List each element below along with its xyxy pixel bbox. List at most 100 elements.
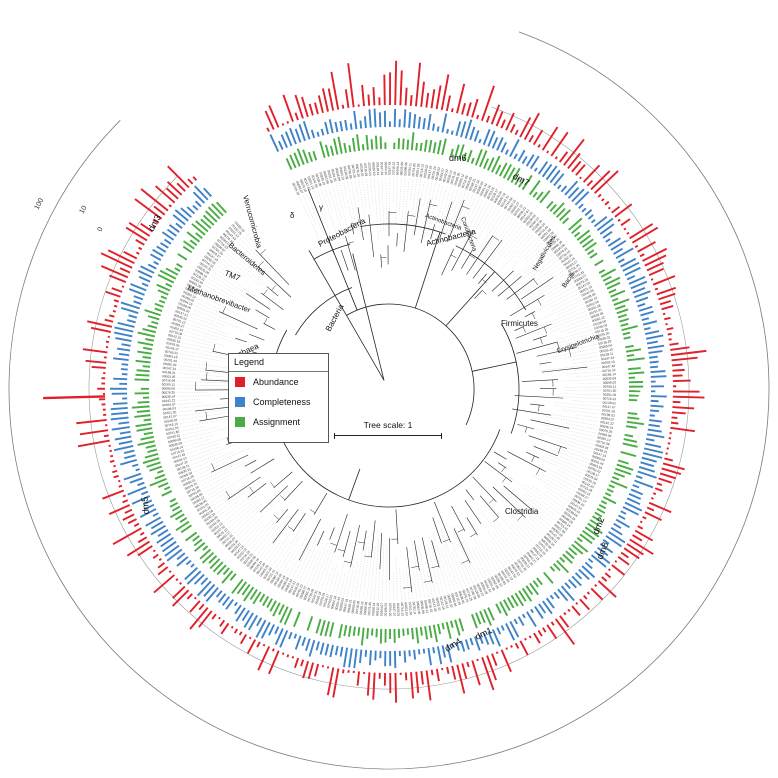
leaf-guide — [556, 440, 592, 453]
assignment-bar — [293, 611, 301, 628]
assignment-bar — [419, 626, 423, 636]
leaf-label: 00147.49 — [431, 598, 438, 612]
leaf-guide — [265, 540, 282, 562]
leaf-guide — [576, 414, 600, 419]
abundance-bar — [450, 108, 454, 113]
clade-label-gamma: γ — [319, 203, 323, 212]
deep-branch — [445, 271, 496, 327]
assignment-bar — [475, 612, 482, 625]
leaf-guide — [545, 486, 569, 502]
leaf-label: 00264.19 — [528, 216, 540, 229]
abundance-bar — [135, 251, 140, 255]
assignment-bar — [608, 288, 617, 294]
completeness-bar — [193, 573, 205, 585]
branch-join — [431, 565, 439, 569]
completeness-bar — [288, 631, 293, 640]
abundance-bar — [291, 656, 295, 659]
dm7-label: dm7 — [511, 171, 531, 188]
assignment-bar — [186, 231, 201, 243]
assignment-bar — [565, 550, 575, 560]
leaf-label: 00201.13 — [579, 284, 593, 294]
leaf-label: 00201.13 — [307, 176, 316, 190]
abundance-bar — [314, 102, 319, 115]
leaf-label: 00265.12 — [162, 382, 176, 386]
abundance-bar — [476, 658, 479, 662]
leaf-guide — [567, 325, 592, 334]
leaf-label: 00716.18 — [558, 249, 571, 260]
assignment-bar — [209, 558, 221, 570]
completeness-bar — [587, 214, 594, 220]
leaf-label: 00147.49 — [172, 452, 186, 460]
completeness-bar — [637, 302, 646, 308]
completeness-bar — [324, 643, 330, 656]
leaf-label: 00063.07 — [513, 561, 524, 574]
assignment-bar — [360, 627, 365, 646]
branch-join — [211, 463, 215, 471]
abundance-bar — [179, 581, 182, 585]
assignment-bar — [289, 154, 297, 169]
leaf-label: 00147.34 — [472, 179, 481, 193]
assignment-bar — [199, 548, 212, 560]
branch — [541, 366, 588, 373]
leaf-label: 00128.11 — [176, 463, 190, 471]
leaf-guide — [177, 391, 208, 393]
assignment-bar — [615, 467, 632, 476]
abundance-bar — [642, 247, 668, 262]
assignment-bar — [370, 139, 374, 150]
assignment-bar — [205, 210, 218, 223]
branch-join — [222, 306, 227, 314]
leaf-label: 00536.14 — [162, 394, 176, 398]
leaf-label: 00280.10 — [203, 512, 216, 523]
leaf-guide — [183, 434, 214, 443]
legend-label-abundance: Abundance — [253, 377, 299, 387]
leaf-label: 00760.11 — [167, 433, 181, 440]
abundance-bar — [664, 457, 674, 462]
leaf-label: 00198.03 — [434, 167, 441, 181]
scale-axis: 0 10 100 — [34, 197, 105, 233]
completeness-bar — [268, 624, 276, 636]
leaf-label: 00168.05 — [181, 294, 195, 303]
leaf-label: 00142.31 — [168, 333, 182, 340]
branch-join — [522, 326, 526, 333]
leaf-guide — [546, 491, 567, 505]
assignment-bar — [147, 315, 160, 321]
branch — [497, 276, 522, 297]
leaf-guide — [548, 413, 599, 422]
leaf-guide — [556, 469, 581, 482]
completeness-bar — [613, 522, 622, 529]
assignment-bar — [415, 627, 420, 644]
completeness-bar — [364, 649, 368, 657]
leaf-guide — [534, 428, 594, 445]
leaf-label: 00715.41 — [184, 286, 198, 296]
assignment-bar — [212, 561, 224, 573]
leaf-guide — [438, 187, 455, 237]
leaf-guide — [492, 516, 523, 554]
leaf-guide — [508, 231, 532, 258]
branch — [472, 239, 503, 279]
completeness-bar — [147, 263, 157, 270]
assignment-bar — [458, 618, 465, 632]
leaf-label: 00128.11 — [600, 352, 614, 358]
leaf-guide — [216, 481, 261, 513]
completeness-bar — [116, 347, 130, 352]
assignment-bar — [361, 144, 365, 151]
assignment-bar — [131, 405, 150, 409]
branch — [492, 486, 526, 518]
leaf-guide — [223, 495, 257, 522]
leaf-label: 00063.07 — [295, 180, 304, 194]
branch — [521, 379, 558, 382]
leaf-label: 00701.60 — [408, 602, 413, 616]
leaf-label: 00063.19 — [330, 595, 337, 609]
completeness-bar — [169, 224, 180, 233]
leaf-label: 00262.02 — [203, 254, 216, 265]
completeness-bar — [638, 305, 653, 312]
completeness-bar — [635, 296, 649, 303]
abundance-bar — [281, 123, 285, 126]
leaf-guide — [343, 554, 354, 597]
abundance-bar — [654, 487, 663, 492]
completeness-bar — [200, 577, 209, 586]
leaf-guide — [507, 519, 532, 547]
assignment-bar — [229, 573, 237, 581]
completeness-bar — [422, 648, 426, 654]
completeness-bar — [482, 129, 491, 146]
